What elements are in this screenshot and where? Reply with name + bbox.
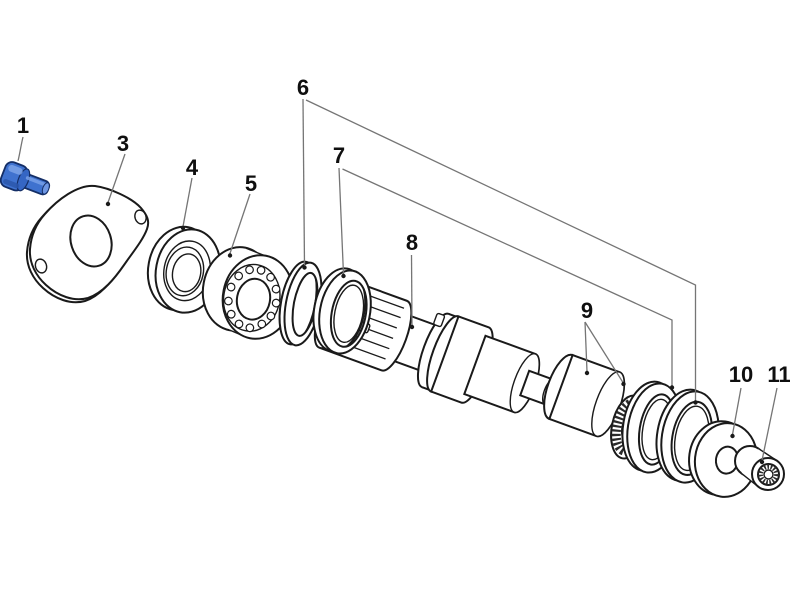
- gasket-bolt-hole-bottom: [34, 258, 48, 274]
- leader-dot-7-left: [341, 273, 346, 279]
- leader-dot-6-right: [693, 400, 698, 405]
- leader-line-9b: [584, 321, 624, 383]
- ring-annulus: [318, 269, 372, 355]
- callout-4-label[interactable]: 4: [186, 155, 199, 180]
- leader-dot-3: [105, 201, 111, 207]
- ball-bearing-part[interactable]: [195, 241, 301, 345]
- bearing-bore: [235, 277, 272, 321]
- callout-6-label[interactable]: 6: [297, 75, 309, 100]
- bolt-part[interactable]: [0, 160, 53, 202]
- leader-line-7-left: [338, 167, 345, 275]
- bushing-inner-bore: [763, 469, 774, 480]
- leader-dot-5: [227, 253, 233, 258]
- bushing-spline-teeth: [758, 464, 779, 485]
- callout-9-label[interactable]: 9: [581, 298, 593, 323]
- ring-annulus: [283, 261, 323, 347]
- race-taper-edge: [171, 253, 202, 293]
- leader-line-11: [761, 387, 778, 461]
- gasket-plate-part[interactable]: [25, 184, 150, 304]
- leader-dot-9b: [621, 381, 626, 387]
- leader-line-8: [410, 254, 413, 326]
- bolt-head-face: [16, 168, 31, 192]
- leader-dot-6-left: [302, 265, 307, 270]
- ring-lip: [333, 284, 365, 344]
- leader-line-6-right: [305, 99, 697, 401]
- callout-5-label[interactable]: 5: [245, 171, 257, 196]
- callout-1-label[interactable]: 1: [17, 113, 29, 138]
- washer-annulus: [693, 422, 759, 498]
- callout-10-label[interactable]: 10: [729, 362, 753, 387]
- leader-line-7-right: [342, 168, 673, 386]
- bolt-head-highlight: [8, 164, 23, 175]
- bolt-head-shadow: [3, 179, 20, 189]
- leader-dot-10: [730, 433, 735, 439]
- leader-line-5: [229, 193, 251, 255]
- callout-labels: 1 3 4 5 6 7 8 9 10 11: [17, 75, 791, 387]
- leader-line-1: [17, 136, 24, 162]
- leader-dot-7-right: [669, 385, 675, 390]
- leader-dot-8: [409, 324, 415, 330]
- callout-8-label[interactable]: 8: [406, 230, 418, 255]
- callout-7-label[interactable]: 7: [333, 143, 345, 168]
- bolt-tip-face: [41, 182, 50, 195]
- leader-line-10: [731, 387, 742, 435]
- gasket-center-hole: [69, 214, 113, 268]
- leader-dot-9a: [584, 370, 590, 376]
- leader-line-4: [182, 177, 193, 227]
- gasket-bolt-hole-top: [134, 209, 147, 225]
- bearing-body-top-edge: [244, 247, 265, 257]
- shaft-ring-notch: [433, 312, 446, 328]
- race-bore: [165, 246, 205, 297]
- ring-7-left-part[interactable]: [307, 264, 378, 358]
- leader-dot-4: [180, 225, 186, 231]
- ring-annulus: [660, 390, 720, 484]
- ring-6-left-part[interactable]: [273, 259, 327, 349]
- leader-line-9a: [584, 321, 588, 372]
- bolt-shank-highlight: [25, 176, 47, 187]
- leader-line-3: [107, 153, 126, 203]
- callout-3-label[interactable]: 3: [117, 131, 129, 156]
- splined-bushing-part[interactable]: [734, 445, 785, 491]
- leader-dot-11: [759, 459, 765, 465]
- leader-lines: [17, 98, 778, 465]
- leader-line-6-left: [302, 98, 306, 267]
- washer-part[interactable]: [684, 417, 762, 501]
- bearing-balls: [223, 265, 281, 333]
- callout-11-label[interactable]: 11: [767, 362, 790, 387]
